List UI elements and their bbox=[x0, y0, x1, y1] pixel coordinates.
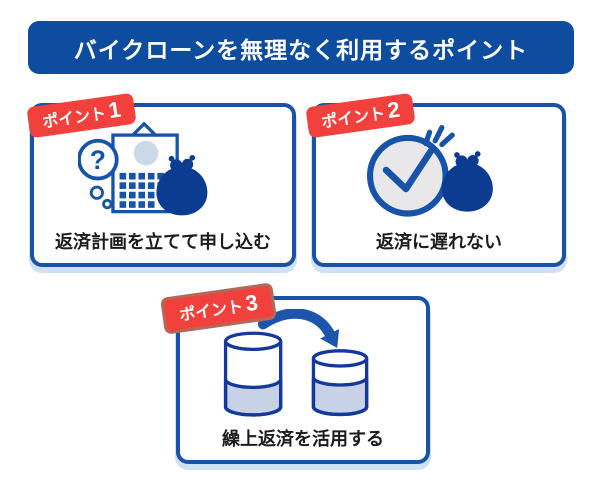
page-title: バイクローンを無理なく利用するポイント bbox=[73, 36, 529, 63]
badge-number: 2 bbox=[385, 96, 402, 124]
badge-label: ポイント bbox=[41, 105, 108, 132]
card-caption: 返済計画を立てて申し込む bbox=[55, 232, 271, 252]
badge-label: ポイント bbox=[178, 298, 245, 325]
coin-stack-transfer-icon bbox=[180, 309, 426, 422]
clock-purse-icon bbox=[316, 117, 562, 225]
badge-label: ポイント bbox=[320, 105, 387, 132]
svg-text:?: ? bbox=[90, 145, 106, 175]
point-card-2: ポイント 2 bbox=[305, 92, 566, 267]
point-card-1: ポイント 1 ? bbox=[26, 92, 296, 267]
badge-number: 3 bbox=[243, 289, 260, 317]
point-card-3: ポイント 3 bbox=[159, 282, 430, 464]
card-caption: 繰上返済を活用する bbox=[222, 429, 384, 449]
badge-number: 1 bbox=[106, 96, 123, 124]
title-banner: バイクローンを無理なく利用するポイント bbox=[28, 21, 574, 74]
calendar-question-purse-icon: ? bbox=[34, 117, 292, 225]
card-caption: 返済に遅れない bbox=[376, 232, 502, 252]
